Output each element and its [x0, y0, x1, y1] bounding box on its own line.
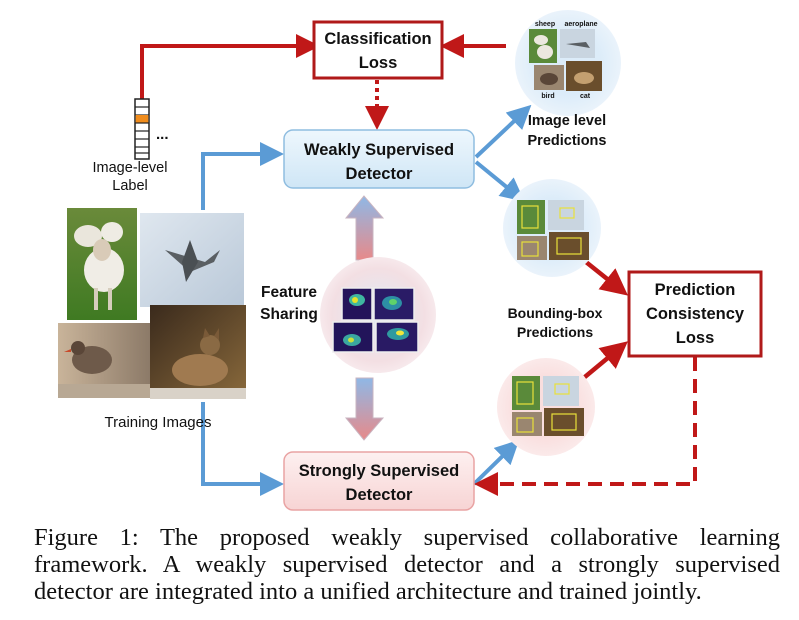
strong-detector-line2: Detector: [346, 486, 414, 504]
strongly-supervised-detector-box: Strongly Supervised Detector: [283, 451, 475, 511]
label-vector-icon: [134, 98, 150, 160]
feature-sharing-arrow-up: [344, 195, 385, 261]
classification-loss-line1: Classification: [324, 30, 431, 48]
training-images: [58, 208, 246, 399]
bbox-predictions-line1: Bounding-box: [508, 305, 603, 321]
thumb-label-cat: cat: [580, 93, 591, 100]
thumb-label-aeroplane: aeroplane: [564, 21, 597, 28]
consistency-loss-line1: Prediction: [655, 281, 736, 299]
weak-to-image-preds-arrow: [474, 104, 532, 159]
feature-sharing-arrow-down: [344, 377, 385, 441]
svg-text:Loss: Loss: [676, 329, 715, 347]
sheep-image: [67, 208, 137, 320]
weakly-supervised-detector-box: Weakly Supervised Detector: [283, 129, 475, 189]
cat-image: [150, 305, 246, 399]
svg-text:Detector: Detector: [346, 486, 414, 504]
feature-maps-icon: [332, 287, 419, 353]
aeroplane-image: [140, 213, 244, 307]
svg-text:Loss: Loss: [359, 54, 398, 72]
thumb-label-sheep: sheep: [535, 21, 555, 28]
bird-image: [58, 323, 150, 398]
bbox-predictions-line2: Predictions: [517, 324, 593, 340]
consistency-loss-line2: Consistency: [646, 305, 745, 323]
weak-bbox-prediction-thumbs: [517, 200, 589, 260]
svg-text:Prediction: Prediction: [655, 281, 736, 299]
strong-bbox-prediction-thumbs: [512, 376, 584, 436]
strong-to-bbox-arrow: [472, 439, 520, 486]
svg-text:Feature: Feature: [261, 284, 317, 301]
training-images-label: Training Images: [105, 414, 212, 431]
svg-text:Image level: Image level: [528, 113, 606, 129]
strong-bbox-preds-halo: [497, 358, 595, 456]
label-to-loss-arrow: [140, 34, 320, 100]
weak-to-bbox-arrow: [474, 160, 525, 202]
svg-text:Consistency: Consistency: [646, 305, 745, 323]
svg-text:Bounding-box: Bounding-box: [508, 305, 603, 321]
strong-detector-line1: Strongly Supervised: [299, 462, 459, 480]
svg-text:Predictions: Predictions: [517, 324, 593, 340]
framework-diagram: Classification Loss ... Image-level Labe…: [58, 10, 763, 511]
strong-bbox-to-consistency-arrow: [578, 341, 628, 383]
svg-text:Weakly Supervised: Weakly Supervised: [304, 141, 454, 159]
image-level-prediction-thumbs: sheep aeroplane bird cat: [529, 21, 602, 100]
classification-loss-line2: Loss: [359, 54, 398, 72]
svg-text:Sharing: Sharing: [260, 306, 318, 323]
svg-text:Predictions: Predictions: [528, 133, 607, 149]
prediction-consistency-loss-box: Prediction Consistency Loss: [627, 270, 763, 358]
images-to-strong-arrow: [201, 402, 284, 496]
arrows: [140, 34, 697, 496]
classification-loss-box: Classification Loss: [312, 20, 444, 80]
svg-text:Label: Label: [112, 178, 147, 194]
svg-text:Detector: Detector: [346, 165, 414, 183]
thumb-label-bird: bird: [541, 93, 554, 100]
svg-text:Image-level: Image-level: [93, 160, 168, 176]
svg-text:Classification: Classification: [324, 30, 431, 48]
feature-sharing-line1: Feature: [261, 284, 317, 301]
image-level-predictions-line2: Predictions: [528, 133, 607, 149]
image-level-predictions-line1: Image level: [528, 113, 606, 129]
consistency-loss-line3: Loss: [676, 329, 715, 347]
image-level-label-line2: Label: [112, 178, 147, 194]
images-to-weak-arrow: [201, 142, 284, 210]
weak-bbox-to-consistency-arrow: [584, 260, 629, 296]
label-ellipsis: ...: [156, 126, 169, 143]
weak-detector-line1: Weakly Supervised: [304, 141, 454, 159]
svg-text:Strongly Supervised: Strongly Supervised: [299, 462, 459, 480]
figure-caption: Figure 1: The proposed weakly supervised…: [34, 524, 780, 605]
feature-sharing-line2: Sharing: [260, 306, 318, 323]
consistency-to-strong-arrow: [474, 357, 697, 496]
weak-detector-line2: Detector: [346, 165, 414, 183]
image-level-label-line1: Image-level: [93, 160, 168, 176]
